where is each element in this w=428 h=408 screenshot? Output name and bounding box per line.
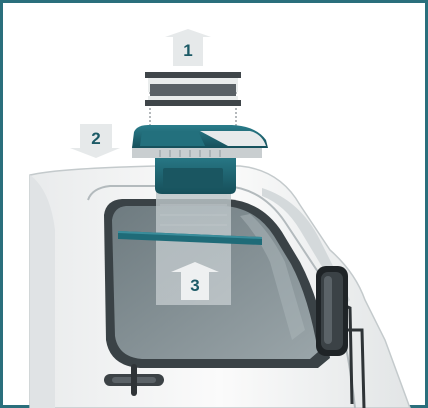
step-3-label: 3 <box>190 276 199 295</box>
roof-hatch-frame <box>145 72 241 106</box>
step-1-label: 1 <box>183 41 192 60</box>
step-2-label: 2 <box>91 129 100 148</box>
side-mirror-icon <box>316 266 348 356</box>
